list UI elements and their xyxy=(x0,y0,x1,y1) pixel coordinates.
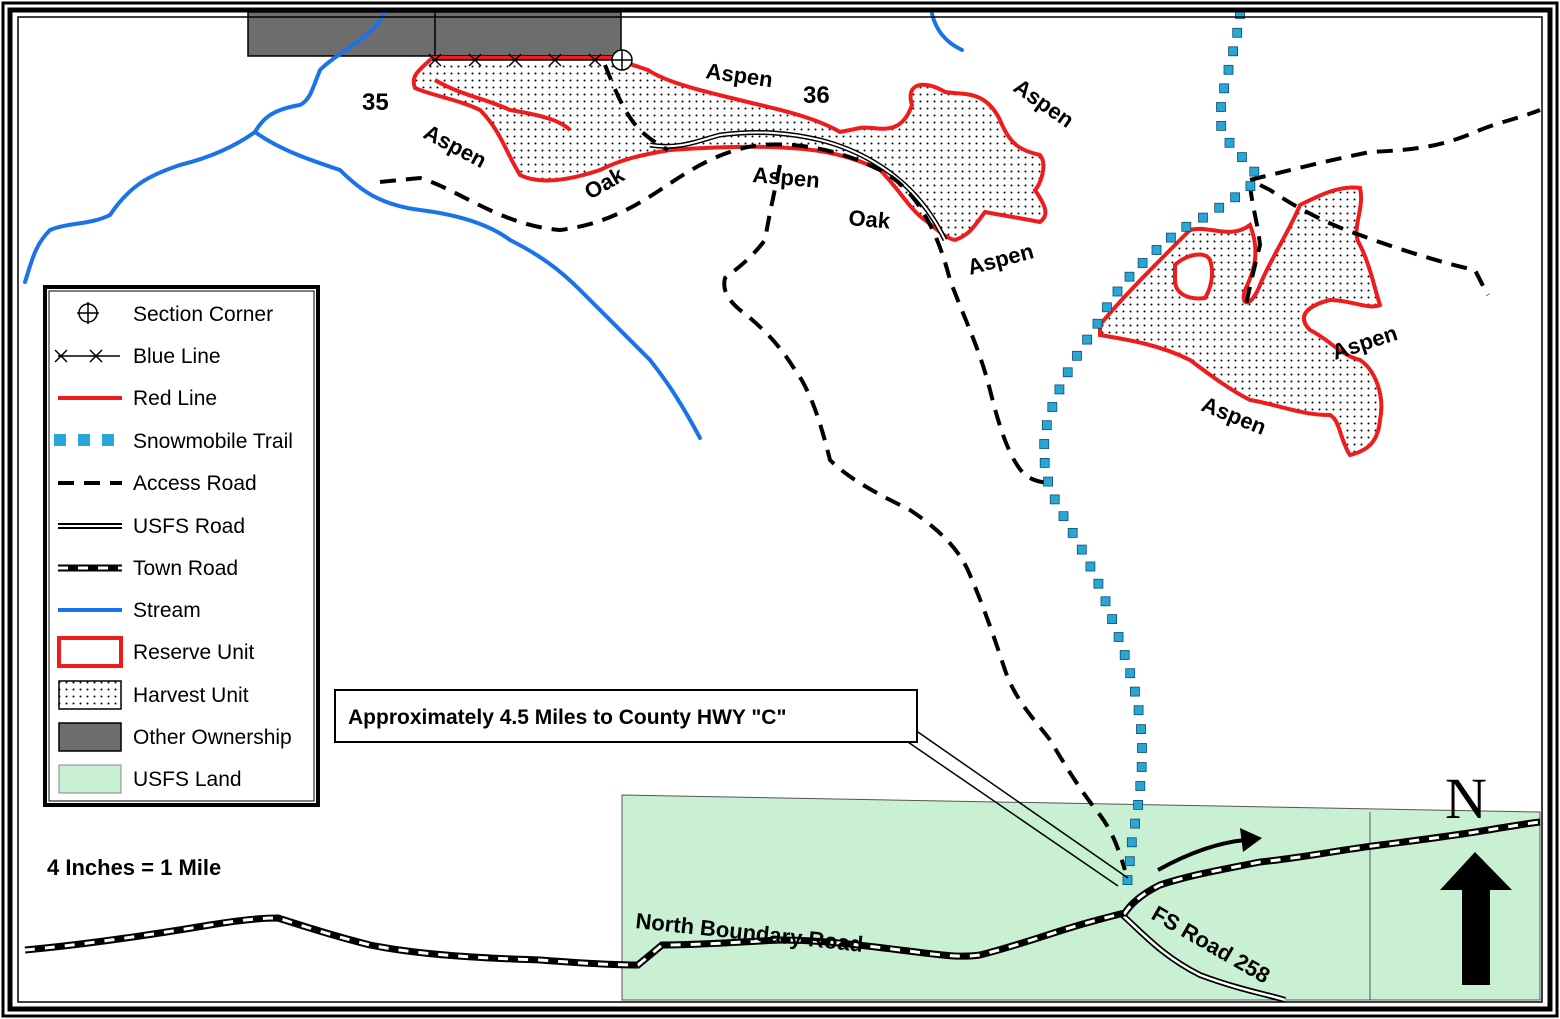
section-corner-icon xyxy=(611,49,633,71)
usfs-land-icon xyxy=(58,764,122,794)
section-corner-icon xyxy=(77,302,99,324)
other-ownership-icon xyxy=(58,722,122,752)
blue-line xyxy=(428,53,612,67)
legend-label-usfs-land: USFS Land xyxy=(133,768,242,791)
legend-label-usfs-road: USFS Road xyxy=(133,515,245,538)
stand-label-aspen-right: Aspen xyxy=(965,238,1036,280)
stand-label-aspen-east1: Aspen xyxy=(1329,320,1401,365)
section-35-label: 35 xyxy=(362,89,389,116)
stand-label-aspen-mid: Aspen xyxy=(752,162,821,193)
reserve-inlet xyxy=(433,78,572,132)
legend-label-red-line: Red Line xyxy=(133,387,217,410)
scale-text: 4 Inches = 1 Mile xyxy=(47,855,221,880)
legend-label-blue-line: Blue Line xyxy=(133,345,221,368)
harvest-units xyxy=(411,56,1384,458)
stand-label-aspen-top: Aspen xyxy=(704,58,774,92)
legend: Section Corner Blue Line Red Line Snowmo… xyxy=(43,285,320,807)
legend-label-stream: Stream xyxy=(133,599,201,622)
legend-label-reserve-unit: Reserve Unit xyxy=(133,641,255,664)
harvest-unit-west xyxy=(411,56,1048,243)
town-roads xyxy=(24,818,1541,969)
legend-label-town-road: Town Road xyxy=(133,557,238,580)
legend-label-other-ownership: Other Ownership xyxy=(133,726,292,749)
legend-label-snowmobile-trail: Snowmobile Trail xyxy=(133,430,293,453)
stand-label-aspen-tr: Aspen xyxy=(1009,74,1078,133)
callout-text: Approximately 4.5 Miles to County HWY "C… xyxy=(348,706,786,729)
north-arrow-icon xyxy=(1440,852,1512,985)
snowmobile-trail-icon xyxy=(54,434,114,446)
callout-leader xyxy=(904,729,1129,887)
stand-label-oak-mid: Oak xyxy=(848,205,892,234)
reserve-unit-icon xyxy=(57,636,123,668)
reserve-island xyxy=(1173,252,1215,301)
access-roads xyxy=(379,64,1541,871)
legend-label-harvest-unit: Harvest Unit xyxy=(133,684,249,707)
direction-arrow xyxy=(1157,828,1262,872)
section-36-label: 36 xyxy=(803,82,830,109)
usfs-road xyxy=(649,130,1286,1003)
north-label: N xyxy=(1445,766,1487,831)
stand-label-aspen-left: Aspen xyxy=(420,119,491,173)
legend-label-section-corner: Section Corner xyxy=(133,303,273,326)
usfs-land-area xyxy=(621,794,1541,1001)
snowmobile-trail xyxy=(1039,9,1260,885)
harvest-unit-icon xyxy=(58,680,122,710)
blue-line-icon xyxy=(54,349,120,363)
streams xyxy=(23,12,964,440)
callout-box xyxy=(334,689,918,743)
legend-label-access-road: Access Road xyxy=(133,472,257,495)
